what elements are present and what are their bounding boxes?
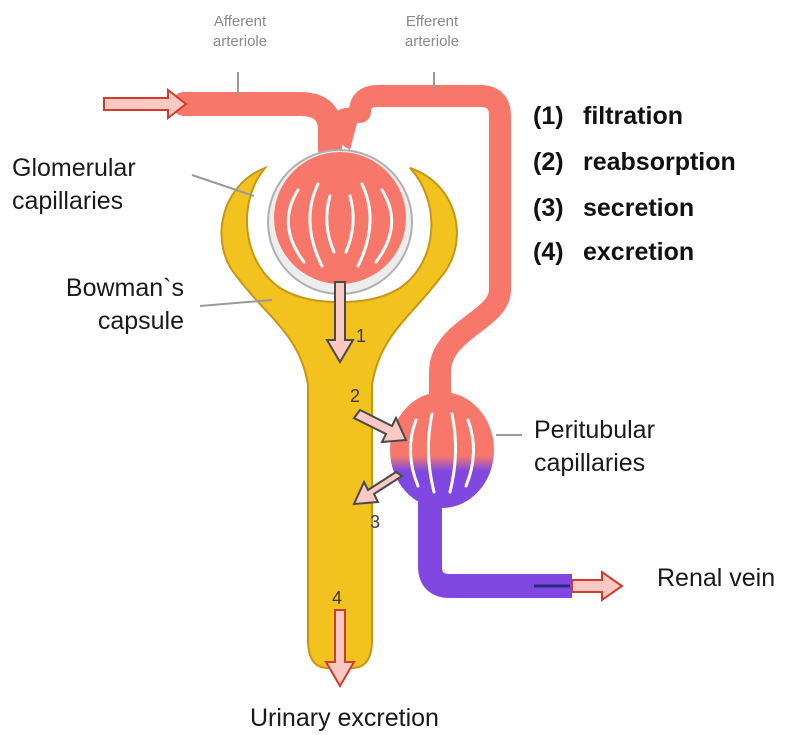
process-item-1: (1)filtration bbox=[533, 102, 683, 131]
renal-vein-arrow bbox=[572, 572, 622, 600]
process-name-2: reabsorption bbox=[583, 148, 736, 176]
renal-vein-label: Renal vein bbox=[657, 562, 775, 595]
efferent-arteriole-label: Efferent arteriole bbox=[388, 12, 476, 52]
bowmans-capsule-label: Bowman`s capsule bbox=[48, 272, 184, 338]
glomerular-capillaries-line-2: capillaries bbox=[12, 185, 136, 218]
process-name-4: excretion bbox=[583, 238, 694, 266]
process-number-2: (2) bbox=[533, 148, 583, 177]
step-marker-2: 2 bbox=[350, 386, 360, 406]
step-marker-3: 3 bbox=[370, 512, 380, 532]
process-item-2: (2)reabsorption bbox=[533, 148, 736, 177]
peritubular-capillaries-line-1: Peritubular bbox=[534, 414, 655, 447]
process-number-3: (3) bbox=[533, 194, 583, 223]
glomerular-capillaries-line-1: Glomerular bbox=[12, 152, 136, 185]
glomerulus bbox=[274, 152, 406, 284]
process-name-3: secretion bbox=[583, 194, 694, 222]
peritubular-capillaries-label: Peritubular capillaries bbox=[534, 414, 655, 480]
process-number-1: (1) bbox=[533, 102, 583, 131]
glomerular-capillaries-label: Glomerular capillaries bbox=[12, 152, 136, 218]
process-item-3: (3)secretion bbox=[533, 194, 694, 223]
bowmans-capsule-line-2: capsule bbox=[48, 305, 184, 338]
afferent-arteriole-vessel bbox=[184, 104, 330, 150]
afferent-arteriole-label: Afferent arteriole bbox=[200, 12, 280, 52]
process-name-1: filtration bbox=[583, 102, 683, 130]
inflow-arrow bbox=[104, 90, 186, 118]
bowmans-capsule-line-1: Bowman`s bbox=[48, 272, 184, 305]
step-marker-4: 4 bbox=[332, 588, 342, 608]
process-number-4: (4) bbox=[533, 238, 583, 267]
urinary-excretion-label: Urinary excretion bbox=[250, 702, 439, 735]
process-item-4: (4)excretion bbox=[533, 238, 694, 267]
step-marker-1: 1 bbox=[356, 326, 366, 346]
renal-vein-vessel bbox=[430, 500, 572, 586]
peritubular-capillaries-line-2: capillaries bbox=[534, 447, 655, 480]
peritubular-capillary-ball bbox=[390, 392, 494, 508]
